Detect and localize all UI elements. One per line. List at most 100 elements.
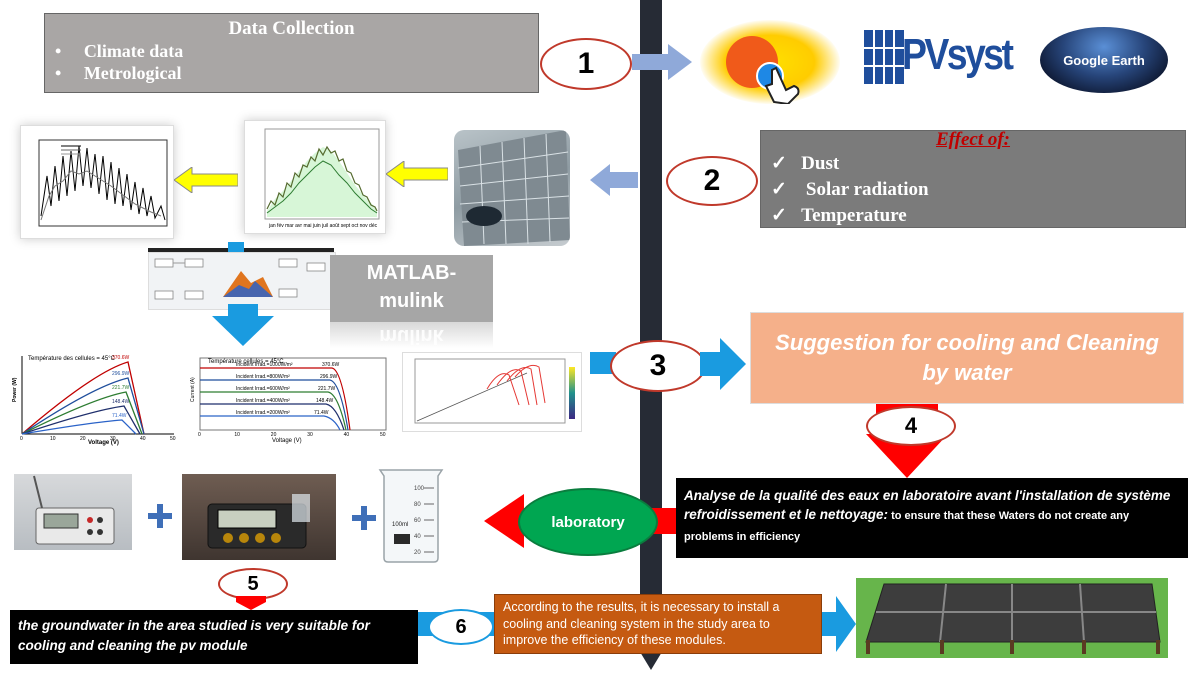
power-peak-label: 148.4W — [112, 399, 130, 405]
iv-chart-ylabel: Current (A) — [190, 377, 196, 402]
step-5-arrow — [236, 596, 266, 610]
result-box: According to the results, it is necessar… — [494, 594, 822, 654]
red-curve — [486, 373, 520, 406]
effect-item: ✓ Temperature — [771, 205, 907, 226]
x-tick-label: 30 — [110, 436, 116, 442]
conclusion-text: the groundwater in the area studied is v… — [18, 618, 370, 653]
irradiance-plot-image — [20, 125, 174, 239]
power-peak-label: 370.6W — [112, 355, 130, 361]
red-curve — [514, 364, 546, 404]
cooling-system-render — [856, 578, 1168, 658]
plus-icon — [352, 506, 376, 530]
temperature-plot-image: jan fév mar avr mai juin juil août sept … — [244, 120, 386, 234]
matlab-label-box: MATLAB- mulink — [330, 255, 493, 325]
x-tick-label: 30 — [307, 432, 313, 438]
step-2-marker: 2 — [666, 156, 758, 206]
iv-curve-label: Incident Irrad.=1000W/m² — [236, 362, 293, 368]
x-tick-label: 40 — [140, 436, 146, 442]
step-3-arrow-left-part — [590, 352, 616, 374]
analysis-normal-text: to ensure that these Waters do not creat… — [684, 510, 1130, 543]
power-curve — [21, 419, 137, 435]
power-curve — [21, 391, 143, 435]
laboratory-oval: laboratory — [518, 488, 658, 556]
step-6-arrow — [822, 596, 856, 652]
step-1-marker: 1 — [540, 38, 632, 90]
lab-meter-photo-1 — [14, 474, 132, 550]
x-tick-label: 0 — [198, 432, 201, 438]
power-curves-plot-image — [402, 352, 582, 432]
power-curve — [21, 377, 145, 435]
iv-value-label: 370.6W — [322, 362, 340, 368]
x-tick-label: 50 — [380, 432, 386, 438]
power-curve — [21, 361, 145, 435]
power-chart-xlabel: Voltage (V) — [88, 440, 119, 446]
pvsyst-logo: PVsyst — [862, 26, 1014, 90]
step-2-arrow — [590, 164, 638, 196]
iv-value-label: 296.9W — [320, 374, 338, 380]
solar-panel-photo — [454, 130, 570, 246]
suggestion-box: Suggestion for cooling and Cleaning by w… — [750, 312, 1184, 404]
yellow-arrow-left-1 — [174, 167, 238, 193]
pvsyst-logo-text: PVsyst — [902, 30, 1014, 79]
x-tick-label: 20 — [271, 432, 277, 438]
power-peak-label: 221.7W — [112, 385, 130, 391]
iv-chart: Température cellules = 45°C Voltage (V) … — [182, 352, 392, 444]
analysis-bold-text: Analyse de la qualité des eaux en labora… — [684, 488, 1171, 522]
iv-curve-label: Incident Irrad.=400W/m² — [236, 398, 290, 404]
red-curve — [506, 367, 538, 406]
iv-curve — [200, 415, 341, 431]
conclusion-box: the groundwater in the area studied is v… — [10, 610, 418, 664]
pv-power-chart: Température des cellules = 45°C Voltage … — [4, 350, 180, 446]
yellow-arrow-left-2 — [386, 161, 448, 187]
beaker-mark-label: 40 — [414, 534, 421, 540]
solar-panel-icon — [864, 30, 904, 84]
svg-text:jan fév mar avr mai juin: jan fév mar avr mai juin juil août sept … — [268, 223, 378, 229]
x-tick-label: 10 — [50, 436, 56, 442]
effect-box: Effect of: ✓ Dust ✓ Solar radiation ✓ Te… — [760, 130, 1186, 228]
meteonorm-logo — [700, 20, 840, 106]
google-earth-logo-text: Google Earth — [1063, 52, 1145, 68]
effect-title: Effect of: — [935, 130, 1011, 150]
step-4-marker: 4 — [866, 406, 956, 446]
matlab-reflection-text: mulink — [379, 325, 444, 347]
x-tick-label: 0 — [20, 436, 23, 442]
iv-curve — [200, 391, 347, 431]
laboratory-label: laboratory — [551, 513, 625, 531]
iv-curve — [200, 403, 345, 431]
iv-chart-xlabel: Voltage (V) — [272, 438, 302, 444]
matlab-label-line2: mulink — [379, 290, 444, 312]
iv-curve — [200, 379, 349, 431]
iv-value-label: 148.4W — [316, 398, 334, 404]
x-tick-label: 20 — [80, 436, 86, 442]
data-collection-item-label: Climate data — [83, 41, 184, 61]
beaker-mark-label: 20 — [414, 550, 421, 556]
iv-curve-label: Incident Irrad.=200W/m² — [236, 410, 290, 416]
pointer-hand-icon — [726, 36, 800, 106]
step-1-arrow — [632, 44, 692, 80]
iv-curve — [200, 367, 351, 431]
x-tick-label: 40 — [344, 432, 350, 438]
iv-chart-title: Température cellules = 45°C — [208, 359, 284, 365]
power-chart-ylabel: Power (W) — [12, 377, 18, 402]
beaker-mark-label: 100 — [414, 486, 425, 492]
google-earth-logo: Google Earth — [1040, 27, 1168, 93]
effect-item: ✓ Dust — [771, 153, 840, 174]
effect-item-label: Temperature — [801, 205, 907, 226]
analysis-box: Analyse de la qualité des eaux en labora… — [676, 478, 1188, 558]
timeline-line — [640, 0, 662, 640]
lab-meter-photo-2 — [182, 474, 336, 560]
step-6-marker: 6 — [428, 609, 494, 645]
data-collection-box: Data Collection • Climate data • Metrolo… — [44, 13, 539, 93]
matlab-label-line1: MATLAB- — [366, 262, 457, 284]
plus-icon — [148, 504, 172, 528]
iv-value-label: 71.4W — [314, 410, 329, 416]
power-chart-title: Température des cellules = 45°C — [28, 356, 116, 362]
x-tick-label: 10 — [234, 432, 240, 438]
data-collection-item: • Climate data — [55, 41, 184, 61]
data-collection-item: • Metrological — [55, 63, 182, 83]
data-collection-item-label: Metrological — [83, 63, 182, 83]
matlab-drop-stem — [228, 242, 244, 252]
beaker-mark-label: 80 — [414, 502, 421, 508]
matlab-label-reflection: mulink — [330, 322, 493, 348]
iv-curve-label: Incident Irrad.=800W/m² — [236, 374, 290, 380]
